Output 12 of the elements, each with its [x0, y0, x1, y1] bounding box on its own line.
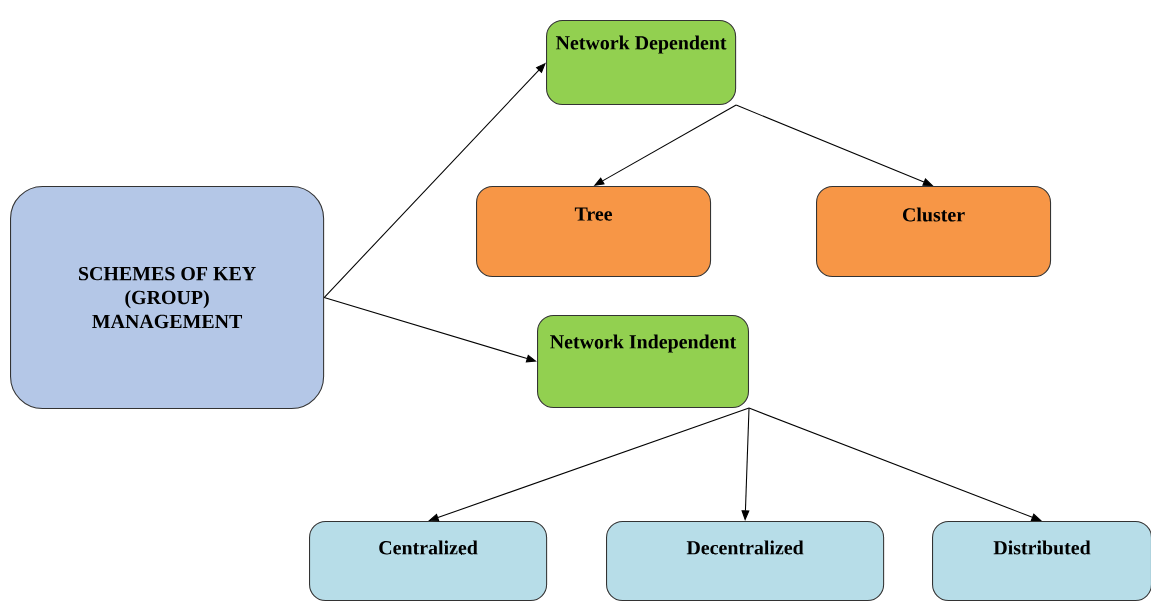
- type-box: Cluster: [816, 186, 1052, 278]
- type-box: Decentralized: [606, 521, 885, 601]
- type-box: Centralized: [309, 521, 548, 601]
- arrow: [323, 297, 537, 363]
- type-box: Distributed: [932, 521, 1151, 601]
- arrow: [428, 407, 750, 522]
- type-box: Tree: [476, 186, 712, 278]
- category-box: Network Independent: [537, 315, 749, 409]
- scheme-box: SCHEMES OF KEY (GROUP) MANAGEMENT: [10, 186, 325, 410]
- category-box: Network Dependent: [546, 20, 737, 106]
- arrow: [741, 407, 750, 521]
- arrow: [748, 407, 1042, 522]
